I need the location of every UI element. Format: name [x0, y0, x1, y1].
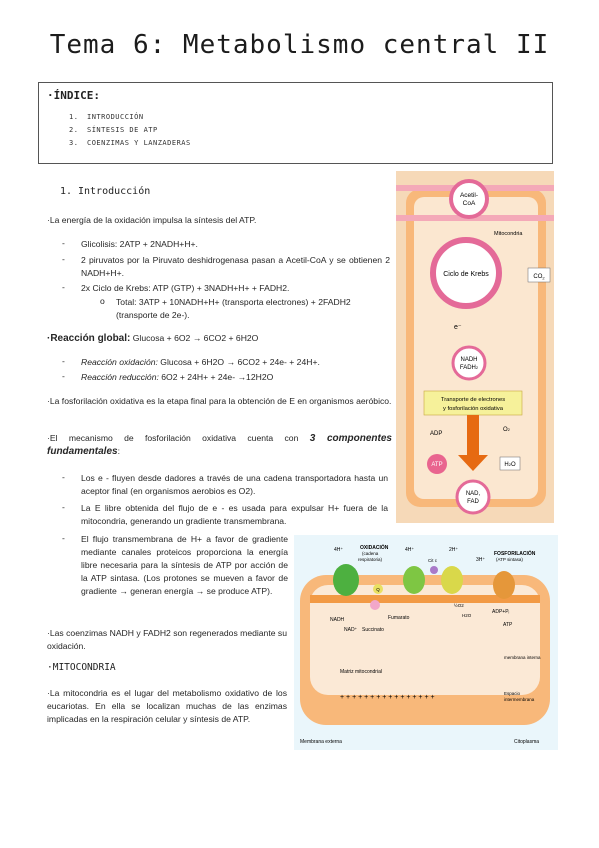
component-3: El flujo transmembrana de H+ a favor de …	[81, 534, 288, 596]
sub-bullet-total: Total: 3ATP + 10NADH+H+ (transporta elec…	[116, 297, 351, 320]
oxidacion-label-3: respiratoria)	[358, 557, 383, 562]
metabolism-overview-figure: Acetil- CoA Mitocondria Ciclo de Krebs C…	[396, 171, 554, 523]
nad-label: NAD,	[466, 491, 481, 497]
complex-i	[333, 564, 359, 596]
membrane-inner	[310, 585, 540, 695]
component-2: La E libre obtenida del flujo de e - es …	[81, 503, 388, 526]
paragraph-mitochondria: ·La mitocondria es el lugar del metaboli…	[47, 688, 287, 724]
membrana-externa-label: Membrana externa	[300, 739, 342, 745]
reaction-reduction: Reacción reducción: 6O2 + 24H+ + 24e- →1…	[81, 372, 274, 382]
proton-2h: 2H⁺	[449, 547, 458, 553]
oxidacion-label-1: OXIDACIÓN	[360, 543, 389, 551]
nadh-label-2: NADH	[330, 617, 345, 623]
ubiquinone	[373, 584, 383, 594]
co2-box	[527, 267, 551, 283]
h2o-label-2: H2O	[462, 613, 472, 618]
krebs-cycle-circle	[430, 237, 502, 309]
proton-4h-a: 4H⁺	[334, 547, 343, 553]
index-item: 3.COENZIMAS Y LANZADERAS	[69, 139, 191, 147]
index-title: ·ÍNDICE:	[47, 89, 100, 102]
cytochrome-c	[430, 566, 438, 574]
section-heading: Introducción	[78, 186, 151, 197]
citc-label: Cit c	[428, 558, 438, 563]
co2-label: CO2	[533, 274, 545, 281]
index-box: ·ÍNDICE: 1.INTRODUCCIÓN 2.SÍNTESIS DE AT…	[38, 82, 553, 164]
reaction-oxidation: Reacción oxidación: Glucosa + 6H2O → 6CO…	[81, 357, 320, 367]
oxidacion-label-2: (cadena	[362, 551, 379, 556]
adp-label: ADP	[430, 431, 442, 437]
complex-iii	[403, 566, 425, 594]
mitochondria-heading: ·MITOCONDRIA	[47, 662, 116, 673]
krebs-label: Ciclo de Krebs	[443, 271, 489, 278]
orange-arrow-head	[458, 455, 488, 471]
atp-label-2: ATP	[503, 622, 513, 628]
succinato-label: Succinato	[362, 627, 384, 633]
atp-synthase	[493, 571, 515, 599]
bullet-krebs: 2x Ciclo de Krebs: ATP (GTP) + 3NADH+H+ …	[81, 283, 290, 293]
fad-label: FAD	[467, 499, 479, 505]
bullet-piruvato: 2 piruvatos por la Piruvato deshidrogena…	[81, 255, 390, 278]
proton-3h: 3H⁺	[476, 557, 485, 563]
citoplasma-label: Citoplasma	[514, 739, 539, 745]
section-heading-num: 1.	[60, 186, 73, 197]
nadh-label: NADH	[460, 357, 477, 363]
index-item: 2.SÍNTESIS DE ATP	[69, 126, 158, 134]
espacio-label-2: intermembrana	[504, 697, 535, 702]
bullet-glycolysis: Glicolisis: 2ATP + 2NADH+H+.	[81, 239, 198, 249]
intro-text: ·La energía de la oxidación impulsa la s…	[47, 215, 257, 225]
atp-label: ATP	[431, 462, 442, 468]
index-item: 1.INTRODUCCIÓN	[69, 113, 144, 121]
fosforilacion-label-2: (ATP sintasa)	[496, 557, 523, 562]
h2o-label: H2O	[504, 462, 516, 468]
complex-iv	[441, 566, 463, 594]
acetyl-label: Acetil-	[460, 192, 478, 199]
index-list: 1.INTRODUCCIÓN 2.SÍNTESIS DE ATP 3.COENZ…	[69, 111, 191, 150]
paragraph-phosphorylation: ·La fosforilación oxidativa es la etapa …	[47, 396, 392, 406]
fosforilacion-label-1: FOSFORILACIÓN	[494, 549, 536, 557]
reaction-global: ·Reacción global: Glucosa + 6O2 → 6CO2 +…	[47, 333, 259, 344]
adp-pi-label: ADP+Pᵢ	[492, 609, 510, 615]
nad-label-2: NAD⁺	[344, 627, 358, 633]
transport-box	[423, 390, 523, 416]
nad-fad-circle	[455, 479, 491, 515]
proton-4h-b: 4H⁺	[405, 547, 414, 553]
o2-label: O2	[503, 427, 511, 433]
q-label: Q	[376, 587, 380, 592]
electron-label: e⁻	[454, 324, 462, 331]
h2o-box	[499, 456, 521, 471]
acetyl-coa-circle	[449, 179, 489, 219]
atp-circle	[427, 454, 447, 474]
orange-arrow-shaft	[467, 415, 479, 455]
fumarato-label: Fumarato	[388, 615, 410, 621]
complex-ii	[370, 600, 380, 610]
paragraph-mechanism: ·El mecanismo de fosforilación oxidativa…	[47, 433, 392, 457]
mitocondria-label: Mitocondria	[494, 231, 523, 237]
proton-gradient-plus: + + + + + + + + + + + + + + + +	[340, 694, 435, 701]
matriz-label: Matriz mitocondrial	[340, 669, 382, 675]
transport-label-2: y fosforilación oxidativa	[443, 406, 504, 412]
component-1: Los e - fluyen desde dadores a través de…	[81, 473, 388, 496]
half-o2-label: ½O2	[454, 602, 464, 608]
electron-transport-figure: OXIDACIÓN (cadena respiratoria) 4H⁺ 4H⁺ …	[294, 535, 558, 750]
nadh-circle	[451, 345, 487, 381]
coa-label: CoA	[463, 200, 476, 207]
espacio-label-1: Espacio	[504, 691, 521, 696]
inner-membrane-band	[310, 595, 540, 603]
fadh-label: FADH2	[460, 365, 479, 371]
page-title: Tema 6: Metabolismo central II	[49, 30, 550, 60]
membrana-interna-label: membrana interna	[504, 655, 541, 660]
paragraph-coenzymes: ·Las coenzimas NADH y FADH2 son regenera…	[47, 628, 287, 651]
transport-label-1: Transporte de electrones	[441, 397, 505, 403]
